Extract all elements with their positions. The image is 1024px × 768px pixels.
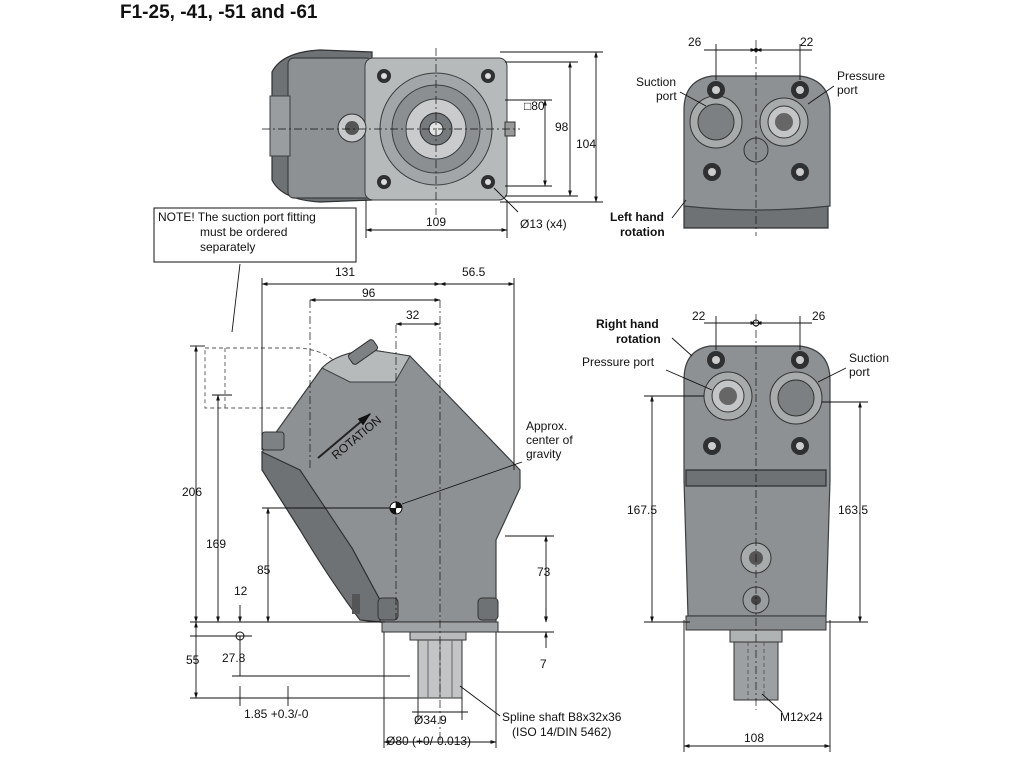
page-title: F1-25, -41, -51 and -61	[120, 2, 318, 23]
rh-suction-line-1: Suction	[849, 351, 889, 365]
dim-holes: Ø13 (x4)	[520, 217, 567, 231]
rh-dim-163-5: 163.5	[838, 503, 868, 517]
dim-85: 85	[257, 563, 271, 577]
cog-line-3: gravity	[526, 447, 561, 461]
dim-55: 55	[186, 653, 200, 667]
rh-dim-m12: M12x24	[780, 710, 823, 724]
lh-rotation-line-2: rotation	[620, 225, 665, 239]
rh-dim-22: 22	[692, 309, 706, 323]
cog-line-2: center of	[526, 433, 573, 447]
dim-square-80: □80	[524, 99, 545, 113]
dim-131: 131	[335, 265, 355, 279]
note-line-2: must be ordered	[200, 225, 287, 239]
dim-73: 73	[537, 565, 551, 579]
dim-169: 169	[206, 537, 226, 551]
dim-80: Ø80 (+0/-0.013)	[386, 734, 471, 748]
dim-104: 104	[576, 137, 596, 151]
dim-1-85: 1.85 +0.3/-0	[244, 707, 309, 721]
lh-rotation-line-1: Left hand	[610, 210, 664, 224]
lh-suction-line-2: port	[656, 89, 677, 103]
lh-suction-line-1: Suction	[636, 75, 676, 89]
rh-pressure-label: Pressure port	[582, 355, 655, 369]
left-hand-view: 26 22 Suction port Pressure port Left ha…	[610, 35, 885, 239]
dim-27-8: 27.8	[222, 651, 246, 665]
dim-96: 96	[362, 286, 376, 300]
dim-98: 98	[555, 120, 569, 134]
right-hand-view: 22 26 Right hand rotation Pressure port …	[582, 309, 889, 752]
dim-206: 206	[182, 485, 202, 499]
lh-dim-22: 22	[800, 35, 814, 49]
cog-line-1: Approx.	[526, 419, 567, 433]
dim-12: 12	[234, 584, 248, 598]
dim-109: 109	[426, 215, 446, 229]
rh-rotation-line-2: rotation	[616, 332, 661, 346]
top-view: □80 98 104 109 Ø13 (x4)	[262, 48, 603, 238]
note-line-3: separately	[200, 240, 255, 254]
dim-32: 32	[406, 308, 420, 322]
dim-7: 7	[540, 657, 547, 671]
rh-suction-line-2: port	[849, 365, 870, 379]
spline-line-1: Spline shaft B8x32x36	[502, 710, 622, 724]
rh-dim-26: 26	[812, 309, 826, 323]
rh-dim-167-5: 167.5	[627, 503, 657, 517]
dim-34-9: Ø34.9	[414, 713, 447, 727]
note-box: NOTE! The suction port fitting must be o…	[153, 207, 357, 333]
lh-pressure-line-1: Pressure	[837, 69, 885, 83]
rh-dim-108: 108	[744, 731, 764, 745]
side-view: ROTATION Approx. center of gravity 131 5…	[182, 265, 622, 748]
lh-dim-26: 26	[688, 35, 702, 49]
spline-line-2: (ISO 14/DIN 5462)	[512, 725, 611, 739]
rh-rotation-line-1: Right hand	[596, 317, 659, 331]
note-line-1: NOTE! The suction port fitting	[158, 210, 316, 224]
lh-pressure-line-2: port	[837, 83, 858, 97]
dim-56-5: 56.5	[462, 265, 486, 279]
